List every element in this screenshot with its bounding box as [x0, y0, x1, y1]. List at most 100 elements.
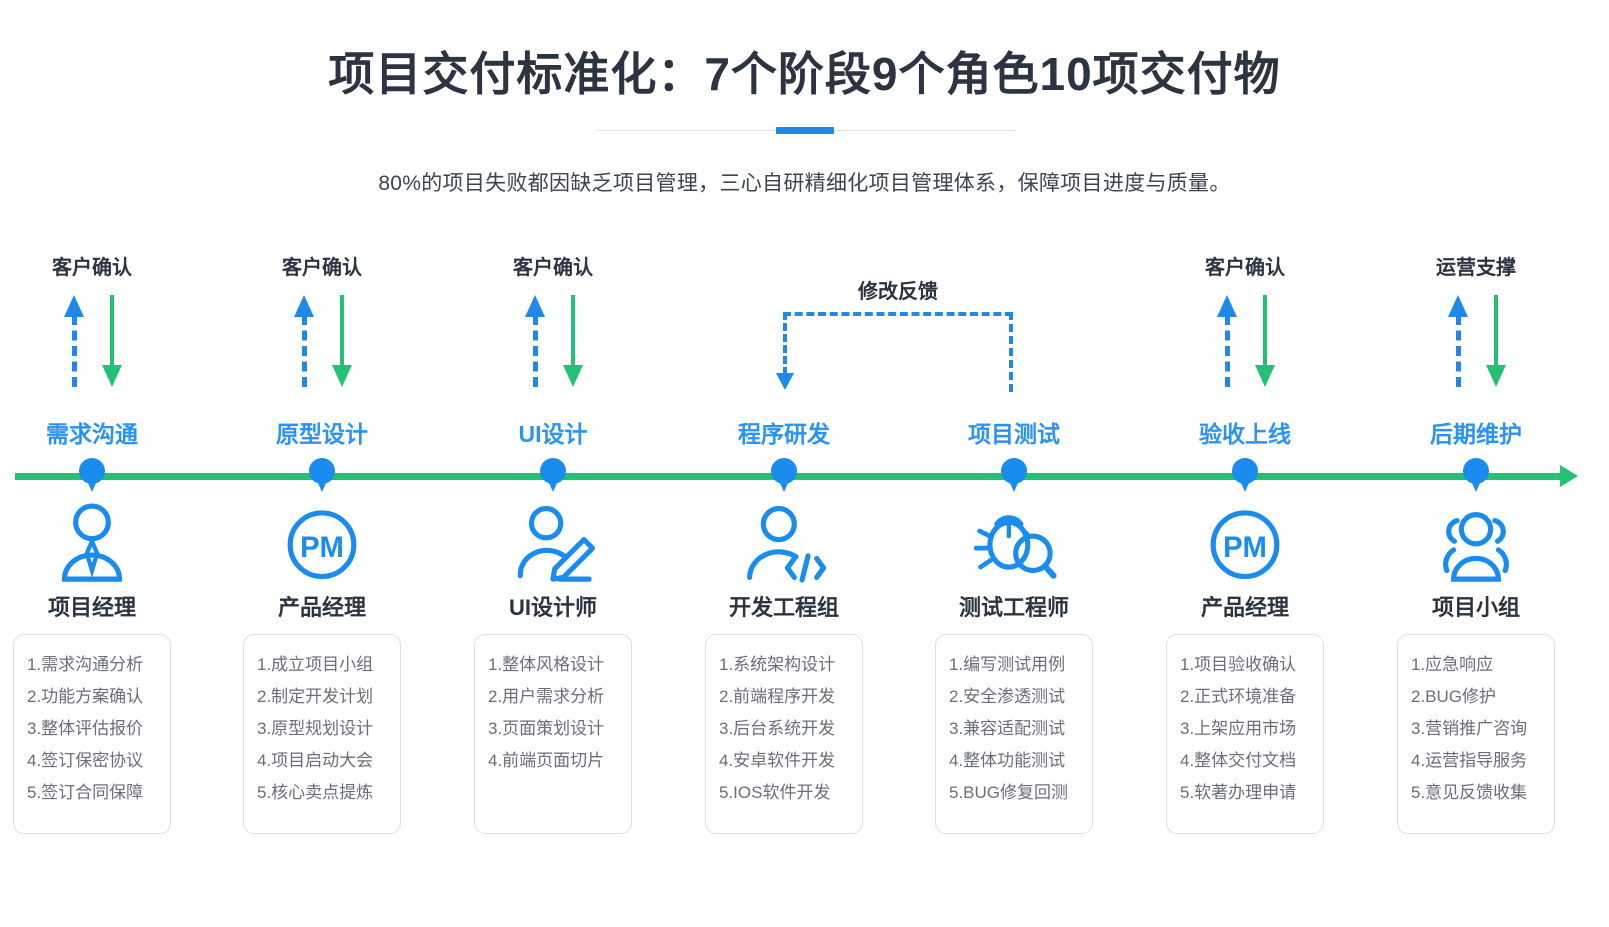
arrow-up-shaft — [533, 315, 538, 387]
arrow-up-head — [1217, 295, 1237, 317]
confirmation-arrows — [1145, 295, 1345, 395]
deliverable-item: 3.页面策划设计 — [488, 719, 605, 738]
feedback-top-segment — [783, 312, 1013, 316]
deliverable-item: 4.项目启动大会 — [257, 751, 374, 770]
confirmation-arrows — [0, 295, 192, 395]
group-people-icon — [1431, 500, 1521, 586]
confirmation-arrows-placeholder — [684, 295, 884, 395]
confirmation-arrows-placeholder — [914, 295, 1114, 395]
arrow-down-solid-icon — [1255, 295, 1275, 387]
arrow-down-head — [563, 365, 583, 387]
developer-code-icon — [739, 500, 829, 586]
deliverable-item: 5.核心卖点提炼 — [257, 783, 374, 802]
actor-label-5 — [914, 255, 1114, 281]
deliverable-item: 5.BUG修复回测 — [949, 783, 1069, 802]
timeline-arrowhead-icon — [1560, 465, 1578, 487]
arrow-down-shaft — [571, 295, 575, 367]
timeline-pin-icon-4[interactable] — [771, 458, 797, 492]
arrow-up-dashed-icon — [1217, 295, 1237, 387]
role-label-3: UI设计师 — [508, 595, 597, 620]
actor-label-1: 客户确认 — [52, 257, 132, 279]
arrow-down-head — [1255, 365, 1275, 387]
confirmation-arrows — [1376, 295, 1576, 395]
arrow-up-shaft — [1456, 315, 1461, 387]
feedback-loop-bracket — [775, 312, 1013, 392]
deliverable-item: 4.整体交付文档 — [1180, 751, 1297, 770]
stage-label-5[interactable]: 项目测试 — [968, 421, 1060, 447]
arrow-up-dashed-icon — [1448, 295, 1468, 387]
arrow-up-head — [294, 295, 314, 317]
role-label-7: 项目小组 — [1431, 595, 1520, 620]
designer-pen-icon — [508, 500, 598, 586]
deliverable-item: 5.软著办理申请 — [1180, 783, 1297, 802]
role-label-2: 产品经理 — [277, 595, 366, 620]
timeline-pin-icon-2[interactable] — [309, 458, 335, 492]
arrow-down-shaft — [1263, 295, 1267, 367]
deliverable-item: 1.编写测试用例 — [949, 655, 1066, 674]
page-header: 项目交付标准化：7个阶段9个角色10项交付物 80%的项目失败都因缺乏项目管理，… — [0, 0, 1609, 197]
deliverable-item: 4.运营指导服务 — [1411, 751, 1528, 770]
feedback-arrow-icon — [775, 373, 794, 390]
stage-label-2[interactable]: 原型设计 — [276, 421, 368, 447]
bug-search-icon — [969, 500, 1059, 586]
deliverable-item: 2.用户需求分析 — [488, 687, 605, 706]
timeline-pin-icon-1[interactable] — [79, 458, 105, 492]
deliverable-item: 1.系统架构设计 — [719, 655, 836, 674]
deliverable-item: 2.BUG修护 — [1411, 687, 1497, 706]
actor-label-4 — [684, 255, 884, 281]
deliverable-item: 1.需求沟通分析 — [27, 655, 144, 674]
deliverable-item: 3.整体评估报价 — [27, 719, 144, 738]
deliverable-item: 2.安全渗透测试 — [949, 687, 1066, 706]
actor-label-3: 客户确认 — [513, 257, 593, 279]
timeline-pin-icon-7[interactable] — [1463, 458, 1489, 492]
svg-text:PM: PM — [1223, 532, 1267, 564]
arrow-down-solid-icon — [563, 295, 583, 387]
stage-label-1[interactable]: 需求沟通 — [46, 421, 138, 447]
arrow-up-dashed-icon — [294, 295, 314, 387]
role-label-4: 开发工程组 — [728, 595, 839, 620]
arrow-down-head — [332, 365, 352, 387]
arrow-up-head — [1448, 295, 1468, 317]
stage-label-6[interactable]: 验收上线 — [1199, 421, 1291, 447]
arrow-down-solid-icon — [332, 295, 352, 387]
arrow-up-head — [525, 295, 545, 317]
deliverable-item: 2.前端程序开发 — [719, 687, 836, 706]
deliverable-item: 3.上架应用市场 — [1180, 719, 1297, 738]
arrow-down-shaft — [340, 295, 344, 367]
deliverable-item: 5.意见反馈收集 — [1411, 783, 1528, 802]
timeline-pin-icon-6[interactable] — [1232, 458, 1258, 492]
actor-label-2: 客户确认 — [282, 257, 362, 279]
stage-label-4[interactable]: 程序研发 — [738, 421, 830, 447]
page-title: 项目交付标准化：7个阶段9个角色10项交付物 — [328, 48, 1281, 100]
arrow-down-solid-icon — [1486, 295, 1506, 387]
deliverable-item: 4.安卓软件开发 — [719, 751, 836, 770]
person-tie-icon — [47, 500, 137, 586]
feedback-right-segment — [1009, 312, 1013, 392]
arrow-down-shaft — [110, 295, 114, 367]
arrow-down-head — [102, 365, 122, 387]
timeline-pin-icon-5[interactable] — [1001, 458, 1027, 492]
deliverable-item: 1.应急响应 — [1411, 655, 1494, 674]
actor-label-6: 客户确认 — [1205, 257, 1285, 279]
stage-label-3[interactable]: UI设计 — [518, 421, 588, 447]
confirmation-arrows — [453, 295, 653, 395]
arrow-up-dashed-icon — [64, 295, 84, 387]
stage-label-7[interactable]: 后期维护 — [1430, 421, 1522, 447]
role-label-6: 产品经理 — [1200, 595, 1289, 620]
deliverable-item: 3.兼容适配测试 — [949, 719, 1066, 738]
deliverable-item: 2.正式环境准备 — [1180, 687, 1297, 706]
timeline-pin-icon-3[interactable] — [540, 458, 566, 492]
arrow-up-head — [64, 295, 84, 317]
